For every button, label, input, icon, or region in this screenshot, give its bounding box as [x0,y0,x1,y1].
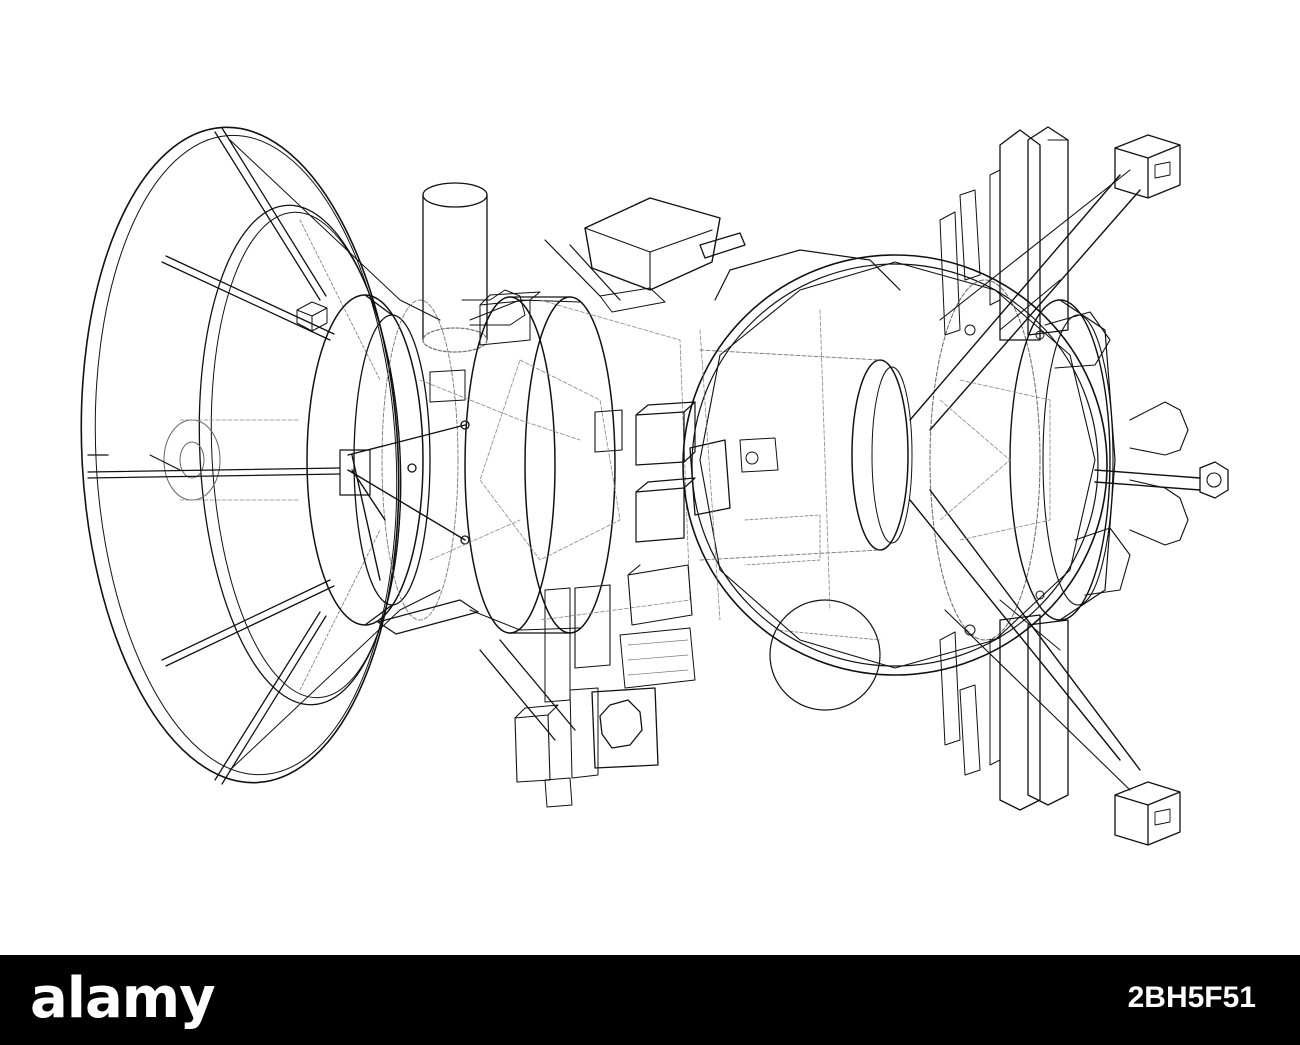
antenna-base-ring [306,294,479,635]
brand-logo: alamy [30,966,216,1031]
center-modules [479,401,731,808]
internal-frame-lines [419,309,1051,621]
image-id: 2BH5F51 [1127,981,1256,1014]
rear-section [929,279,1229,641]
truss-arms [909,134,1181,846]
main-body-cylinder [699,249,913,711]
top-cylinder [422,182,526,353]
front-bus-drum [429,291,691,703]
upper-sensor-box [544,197,746,313]
dish-antenna [80,126,441,785]
solar-panels [939,126,1069,811]
frame-ring [682,254,1108,676]
satellite-wireframe-illustration [80,126,1229,846]
watermark-footer-bar: alamy 2BH5F51 [0,955,1300,1045]
